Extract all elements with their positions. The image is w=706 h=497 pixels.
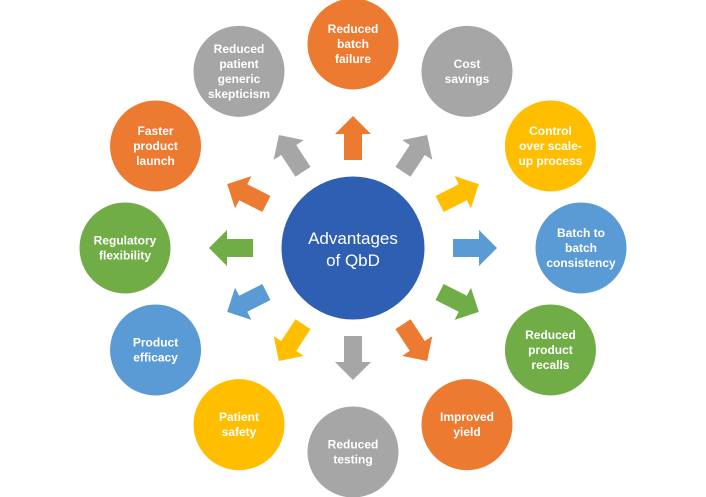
node-label-control-over-scale-up-process-line-3: up process	[518, 154, 582, 168]
center-hub: Advantages of QbD	[280, 175, 426, 321]
node-circle-batch-to-batch-consistency	[534, 201, 628, 295]
node-label-reduced-patient-generic-skepticism-line-2: patient	[219, 57, 258, 71]
arrow-faster-product-launch	[227, 176, 271, 213]
arrow-batch-to-batch-consistency	[453, 230, 497, 266]
node-circle-reduced-testing	[306, 405, 400, 497]
center-circle	[280, 175, 426, 321]
arrow-patient-safety	[273, 319, 311, 361]
node-circle-regulatory-flexibility	[78, 201, 172, 295]
node-label-regulatory-flexibility-line-2: flexibility	[99, 249, 151, 263]
node-label-reduced-product-recalls-line-2: product	[528, 343, 573, 357]
arrow-regulatory-flexibility	[209, 230, 253, 266]
node-label-reduced-patient-generic-skepticism-line-4: skepticism	[208, 87, 270, 101]
node-label-product-efficacy-line-1: Product	[133, 336, 178, 350]
node-circle-reduced-patient-generic-skepticism	[192, 24, 286, 118]
arrow-reduced-testing	[335, 336, 371, 380]
node-label-cost-savings-line-2: savings	[445, 72, 490, 86]
node-label-regulatory-flexibility-line-1: Regulatory	[94, 234, 157, 248]
node-label-reduced-batch-failure-line-2: batch	[337, 37, 369, 51]
arrow-reduced-batch-failure	[335, 116, 371, 160]
node-label-product-efficacy-line-2: efficacy	[133, 351, 178, 365]
node-label-batch-to-batch-consistency-line-3: consistency	[546, 256, 616, 270]
node-label-reduced-testing-line-1: Reduced	[328, 438, 379, 452]
node-label-reduced-batch-failure-line-3: failure	[335, 52, 371, 66]
arrows-layer	[209, 116, 497, 380]
node-label-patient-safety-line-1: Patient	[219, 410, 259, 424]
node-label-patient-safety-line-2: safety	[222, 425, 257, 439]
node-label-control-over-scale-up-process-line-2: over scale-	[519, 139, 582, 153]
node-circle-product-efficacy	[109, 303, 203, 397]
node-circle-improved-yield	[420, 378, 514, 472]
center-label-line-2: of QbD	[326, 251, 380, 270]
node-circle-cost-savings	[420, 24, 514, 118]
node-label-reduced-patient-generic-skepticism-line-1: Reduced	[214, 42, 265, 56]
node-label-reduced-product-recalls-line-3: recalls	[531, 358, 569, 372]
arrow-improved-yield	[395, 319, 433, 361]
node-label-reduced-product-recalls-line-1: Reduced	[525, 328, 576, 342]
node-label-faster-product-launch-line-1: Faster	[138, 124, 174, 138]
node-circle-patient-safety	[192, 378, 286, 472]
node-circle-control-over-scale-up-process	[503, 99, 597, 193]
node-label-batch-to-batch-consistency-line-1: Batch to	[557, 226, 605, 240]
arrow-reduced-product-recalls	[435, 283, 479, 320]
node-label-improved-yield-line-1: Improved	[440, 410, 494, 424]
arrow-product-efficacy	[227, 283, 271, 320]
node-label-faster-product-launch-line-3: launch	[136, 154, 175, 168]
node-circle-faster-product-launch	[109, 99, 203, 193]
arrow-reduced-patient-generic-skepticism	[273, 135, 311, 177]
node-label-reduced-batch-failure-line-1: Reduced	[328, 22, 379, 36]
node-circle-reduced-product-recalls	[503, 303, 597, 397]
arrow-control-over-scale-up-process	[435, 176, 479, 213]
node-label-batch-to-batch-consistency-line-2: batch	[565, 241, 597, 255]
center-label-line-1: Advantages	[308, 229, 398, 248]
node-label-improved-yield-line-2: yield	[453, 425, 480, 439]
node-label-cost-savings-line-1: Cost	[454, 57, 481, 71]
node-label-reduced-testing-line-2: testing	[333, 453, 372, 467]
node-circle-reduced-batch-failure	[306, 0, 400, 91]
arrow-cost-savings	[395, 135, 433, 177]
node-label-reduced-patient-generic-skepticism-line-3: generic	[218, 72, 261, 86]
node-label-control-over-scale-up-process-line-1: Control	[529, 124, 572, 138]
node-label-faster-product-launch-line-2: product	[133, 139, 178, 153]
